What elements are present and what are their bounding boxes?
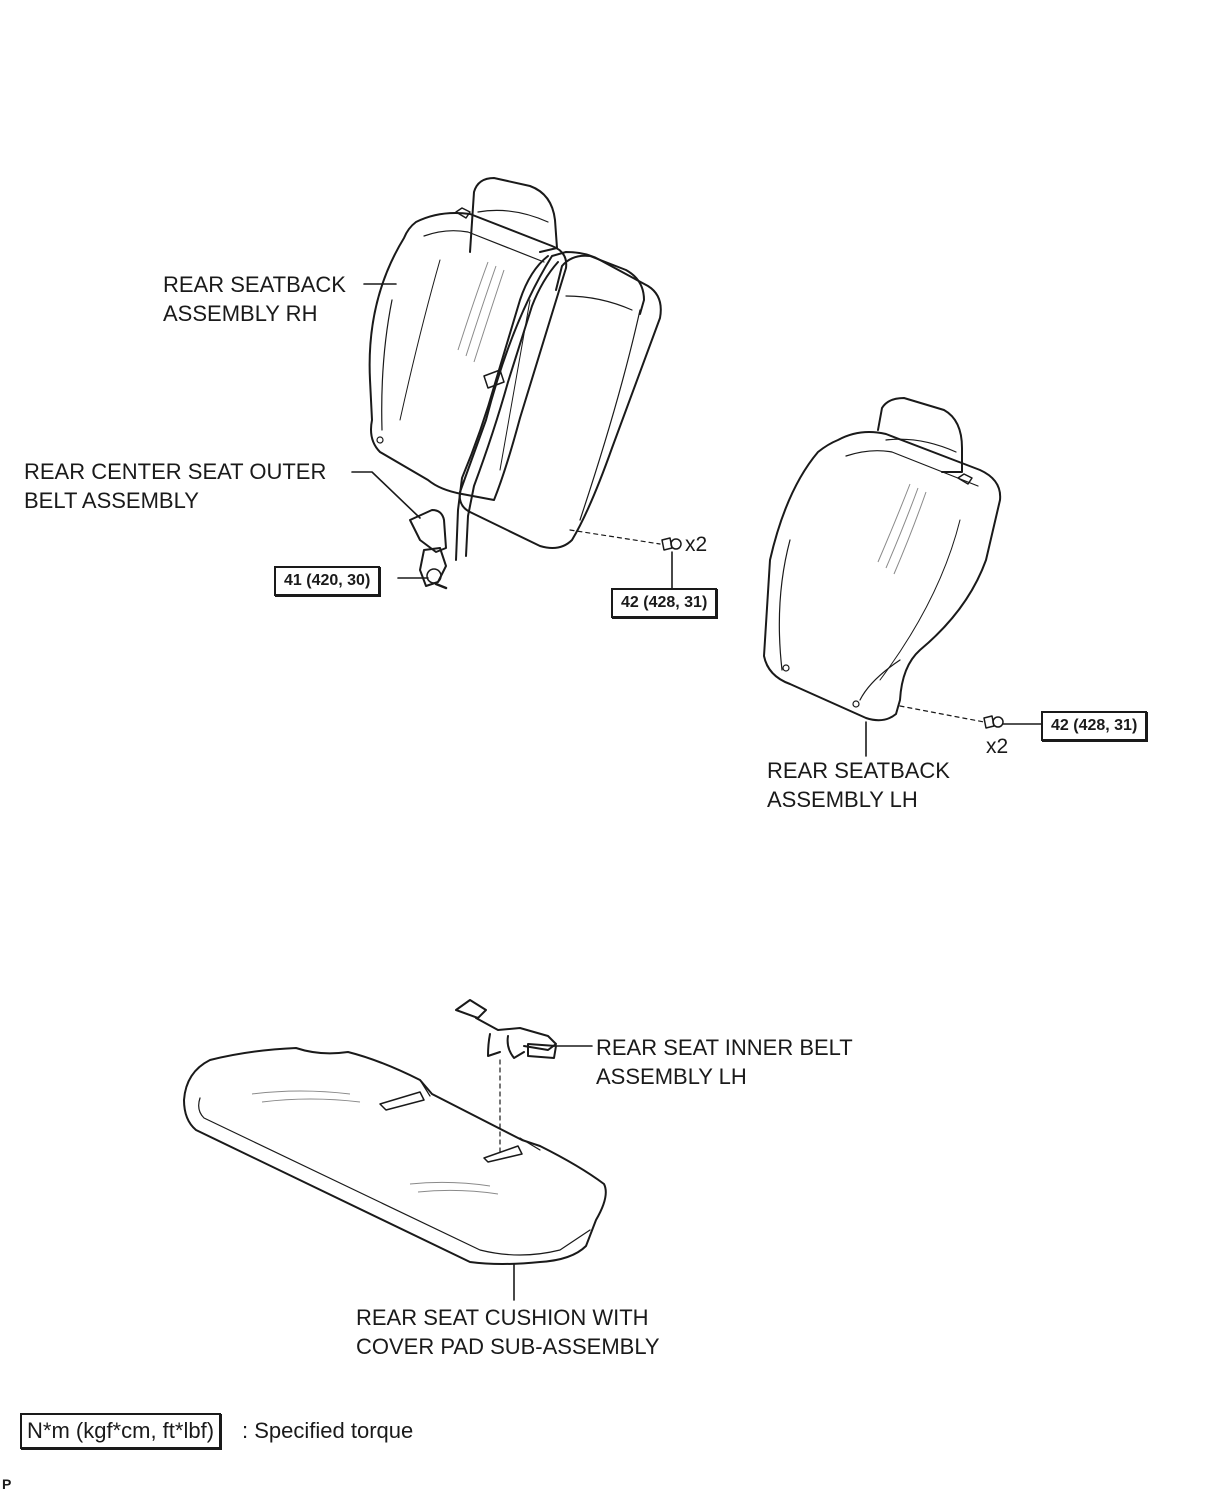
torque-seatback-rh-bolt: 42 (428, 31): [611, 588, 718, 618]
rear-seatback-rh: [368, 177, 662, 561]
torque-seatback-lh-bolt: 42 (428, 31): [1041, 711, 1148, 741]
rear-seat-cushion: [183, 1047, 607, 1265]
label-rear-seatback-lh: REAR SEATBACK ASSEMBLY LH: [767, 758, 950, 812]
alignment-lines: [499, 529, 985, 1153]
qty-seatback-rh-bolt: x2: [685, 533, 708, 556]
rear-seatback-lh: [763, 397, 1002, 722]
label-rear-center-seat-outer-belt: REAR CENTER SEAT OUTER BELT ASSEMBLY: [24, 459, 327, 513]
label-rear-seat-cushion: REAR SEAT CUSHION WITH COVER PAD SUB-ASS…: [356, 1305, 660, 1359]
corner-mark: P: [2, 1476, 12, 1492]
fabric-shading: [251, 261, 927, 1195]
label-rear-seatback-rh: REAR SEATBACK ASSEMBLY RH: [163, 272, 346, 326]
bolt-rh: [661, 537, 682, 551]
legend-unit-box: N*m (kgf*cm, ft*lbf): [20, 1413, 222, 1449]
rear-seat-inner-belt-lh: [455, 999, 557, 1059]
legend-description: : Specified torque: [242, 1418, 414, 1443]
torque-belt-anchor: 41 (420, 30): [274, 566, 381, 596]
label-rear-seat-inner-belt-lh: REAR SEAT INNER BELT ASSEMBLY LH: [596, 1035, 853, 1089]
rear-center-seat-outer-belt: [409, 509, 448, 590]
bolt-lh: [983, 715, 1004, 729]
qty-seatback-lh-bolt: x2: [986, 735, 1009, 758]
leader-lines: [351, 283, 1043, 1301]
